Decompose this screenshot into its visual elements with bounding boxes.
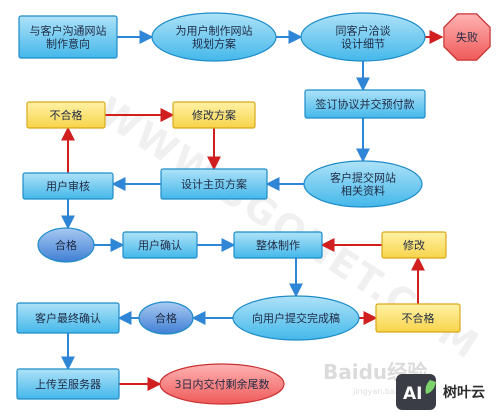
node-shape bbox=[233, 231, 323, 259]
node-label: 制作意向 bbox=[46, 37, 90, 51]
node-shape bbox=[37, 227, 95, 263]
node-upload: 上传至服务器 bbox=[16, 368, 120, 400]
node-shape bbox=[375, 303, 461, 333]
node-label: 同客户洽谈 bbox=[336, 24, 391, 38]
brand-badge-logo-text: AI bbox=[403, 384, 422, 404]
node-revise-plan: 修改方案 bbox=[172, 101, 256, 129]
node-label: 设计细节 bbox=[341, 38, 385, 51]
node-label: 修改 bbox=[403, 238, 425, 252]
node-label: 用户确认 bbox=[138, 238, 182, 252]
node-label: 修改方案 bbox=[192, 108, 236, 122]
node-label: 规划方案 bbox=[192, 37, 236, 51]
node-modify: 修改 bbox=[381, 231, 447, 259]
node-label: 不合格 bbox=[402, 311, 435, 325]
node-user-review: 用户审核 bbox=[22, 172, 114, 200]
node-fail: 失败 bbox=[443, 13, 491, 61]
node-shape bbox=[26, 101, 106, 129]
node-pass-1: 合格 bbox=[37, 227, 95, 263]
brand-badge-logo-box bbox=[396, 374, 436, 410]
brand-badge-brand-text: 树叶云 bbox=[443, 384, 485, 401]
node-shape bbox=[232, 295, 360, 341]
node-label: 客户提交网站 bbox=[330, 171, 396, 185]
node-reject-1: 不合格 bbox=[26, 101, 106, 129]
node-shape bbox=[381, 231, 447, 259]
brand-badge-leaf-icon bbox=[425, 380, 436, 394]
node-sign-contract: 签订协议并交预付款 bbox=[304, 89, 426, 119]
node-label: 用户审核 bbox=[46, 179, 90, 193]
node-user-confirm: 用户确认 bbox=[122, 231, 198, 259]
node-design-home: 设计主页方案 bbox=[160, 168, 268, 200]
brand-badge: AI 树叶云 bbox=[396, 374, 485, 410]
node-submit-final: 向用户提交完成稿 bbox=[232, 295, 360, 341]
node-final-payment: 3日内交付剩余尾数 bbox=[159, 363, 285, 405]
node-label: 与客户沟通网站 bbox=[30, 24, 107, 38]
node-label: 为用户制作网站 bbox=[176, 24, 253, 38]
node-final-confirm: 客户最终确认 bbox=[16, 302, 120, 334]
node-shape bbox=[151, 12, 277, 62]
node-label: 客户最终确认 bbox=[35, 311, 101, 325]
node-shape bbox=[172, 101, 256, 129]
nodes-layer: 与客户沟通网站制作意向为用户制作网站规划方案同客户洽谈设计细节失败签订协议并交预… bbox=[16, 12, 491, 405]
node-full-build: 整体制作 bbox=[233, 231, 323, 259]
node-shape bbox=[18, 15, 118, 59]
node-shape bbox=[138, 301, 194, 335]
node-shape bbox=[122, 231, 198, 259]
node-label: 失败 bbox=[456, 30, 478, 44]
node-label: 上传至服务器 bbox=[35, 378, 101, 391]
node-label: 整体制作 bbox=[256, 238, 300, 252]
node-label: 相关资料 bbox=[341, 184, 385, 198]
node-shape bbox=[300, 12, 426, 62]
node-label: 不合格 bbox=[50, 108, 83, 122]
node-shape bbox=[22, 172, 114, 200]
baidu-watermark-url: jingyan.baidu.com bbox=[352, 387, 427, 396]
node-label: 合格 bbox=[155, 311, 177, 325]
node-label: 合格 bbox=[55, 238, 77, 252]
node-shape bbox=[16, 302, 120, 334]
node-shape bbox=[160, 168, 268, 200]
node-label: 3日内交付剩余尾数 bbox=[175, 377, 270, 391]
node-shape bbox=[303, 160, 423, 208]
node-label: 签订协议并交预付款 bbox=[316, 97, 415, 111]
edges-layer bbox=[61, 30, 444, 391]
node-shape bbox=[159, 363, 285, 405]
node-label: 向用户提交完成稿 bbox=[252, 311, 340, 325]
node-shape bbox=[16, 368, 120, 400]
node-label: 设计主页方案 bbox=[181, 177, 247, 191]
node-pass-2: 合格 bbox=[138, 301, 194, 335]
node-shape bbox=[443, 13, 491, 61]
node-shape bbox=[304, 89, 426, 119]
node-reject-2: 不合格 bbox=[375, 303, 461, 333]
